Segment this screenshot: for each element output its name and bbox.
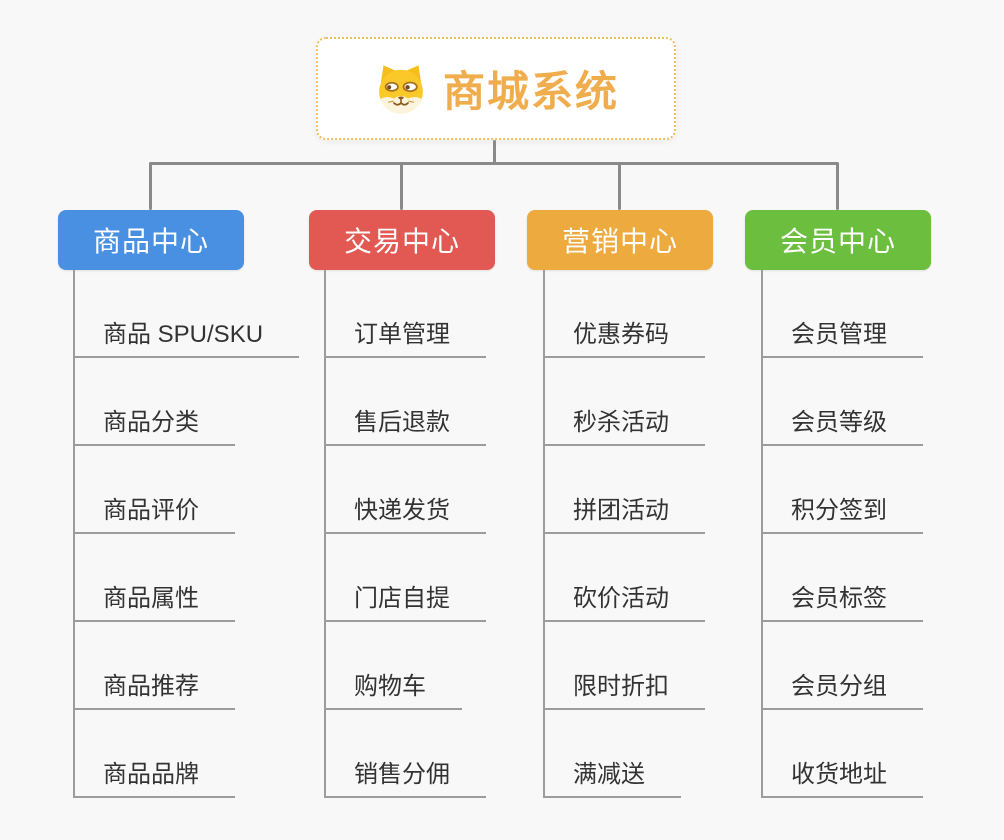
leaf-node[interactable]: 销售分佣 — [324, 756, 486, 798]
leaf-node[interactable]: 秒杀活动 — [543, 404, 705, 446]
dog-face-icon — [373, 61, 429, 117]
branch-node-product-center[interactable]: 商品中心 — [58, 210, 244, 270]
branch-column-product: 商品 SPU/SKU 商品分类 商品评价 商品属性 商品推荐 商品品牌 — [73, 270, 333, 798]
leaf-node[interactable]: 商品属性 — [73, 580, 235, 622]
leaf-node[interactable]: 购物车 — [324, 668, 462, 710]
leaf-node[interactable]: 商品分类 — [73, 404, 235, 446]
leaf-node[interactable]: 快递发货 — [324, 492, 486, 534]
connector-drop-branch-2 — [400, 163, 403, 210]
branch-column-trade: 订单管理 售后退款 快递发货 门店自提 购物车 销售分佣 — [324, 270, 584, 798]
connector-horizontal — [149, 162, 839, 165]
leaf-node[interactable]: 会员管理 — [761, 316, 923, 358]
leaf-node[interactable]: 砍价活动 — [543, 580, 705, 622]
leaf-node[interactable]: 拼团活动 — [543, 492, 705, 534]
leaf-node[interactable]: 商品评价 — [73, 492, 235, 534]
branch-column-marketing: 优惠券码 秒杀活动 拼团活动 砍价活动 限时折扣 满减送 — [543, 270, 803, 798]
branch-node-member-center[interactable]: 会员中心 — [745, 210, 931, 270]
leaf-node[interactable]: 会员分组 — [761, 668, 923, 710]
leaf-node[interactable]: 会员等级 — [761, 404, 923, 446]
branch-column-member: 会员管理 会员等级 积分签到 会员标签 会员分组 收货地址 — [761, 270, 1004, 798]
leaf-node[interactable]: 订单管理 — [324, 316, 486, 358]
branch-node-trade-center[interactable]: 交易中心 — [309, 210, 495, 270]
leaf-node[interactable]: 售后退款 — [324, 404, 486, 446]
connector-drop-branch-1 — [149, 163, 152, 210]
leaf-node[interactable]: 收货地址 — [761, 756, 923, 798]
leaf-node[interactable]: 限时折扣 — [543, 668, 705, 710]
root-node[interactable]: 商城系统 — [316, 37, 676, 140]
connector-drop-branch-4 — [836, 163, 839, 210]
leaf-node[interactable]: 商品 SPU/SKU — [73, 316, 300, 358]
leaf-node[interactable]: 商品推荐 — [73, 668, 235, 710]
leaf-node[interactable]: 优惠券码 — [543, 316, 705, 358]
leaf-node[interactable]: 商品品牌 — [73, 756, 235, 798]
leaf-node[interactable]: 满减送 — [543, 756, 681, 798]
leaf-node[interactable]: 门店自提 — [324, 580, 486, 622]
connector-drop-branch-3 — [618, 163, 621, 210]
branch-node-marketing-center[interactable]: 营销中心 — [527, 210, 713, 270]
root-title: 商城系统 — [442, 68, 619, 115]
leaf-node[interactable]: 积分签到 — [761, 492, 923, 534]
leaf-node[interactable]: 会员标签 — [761, 580, 923, 622]
connector-root-drop — [493, 140, 496, 165]
